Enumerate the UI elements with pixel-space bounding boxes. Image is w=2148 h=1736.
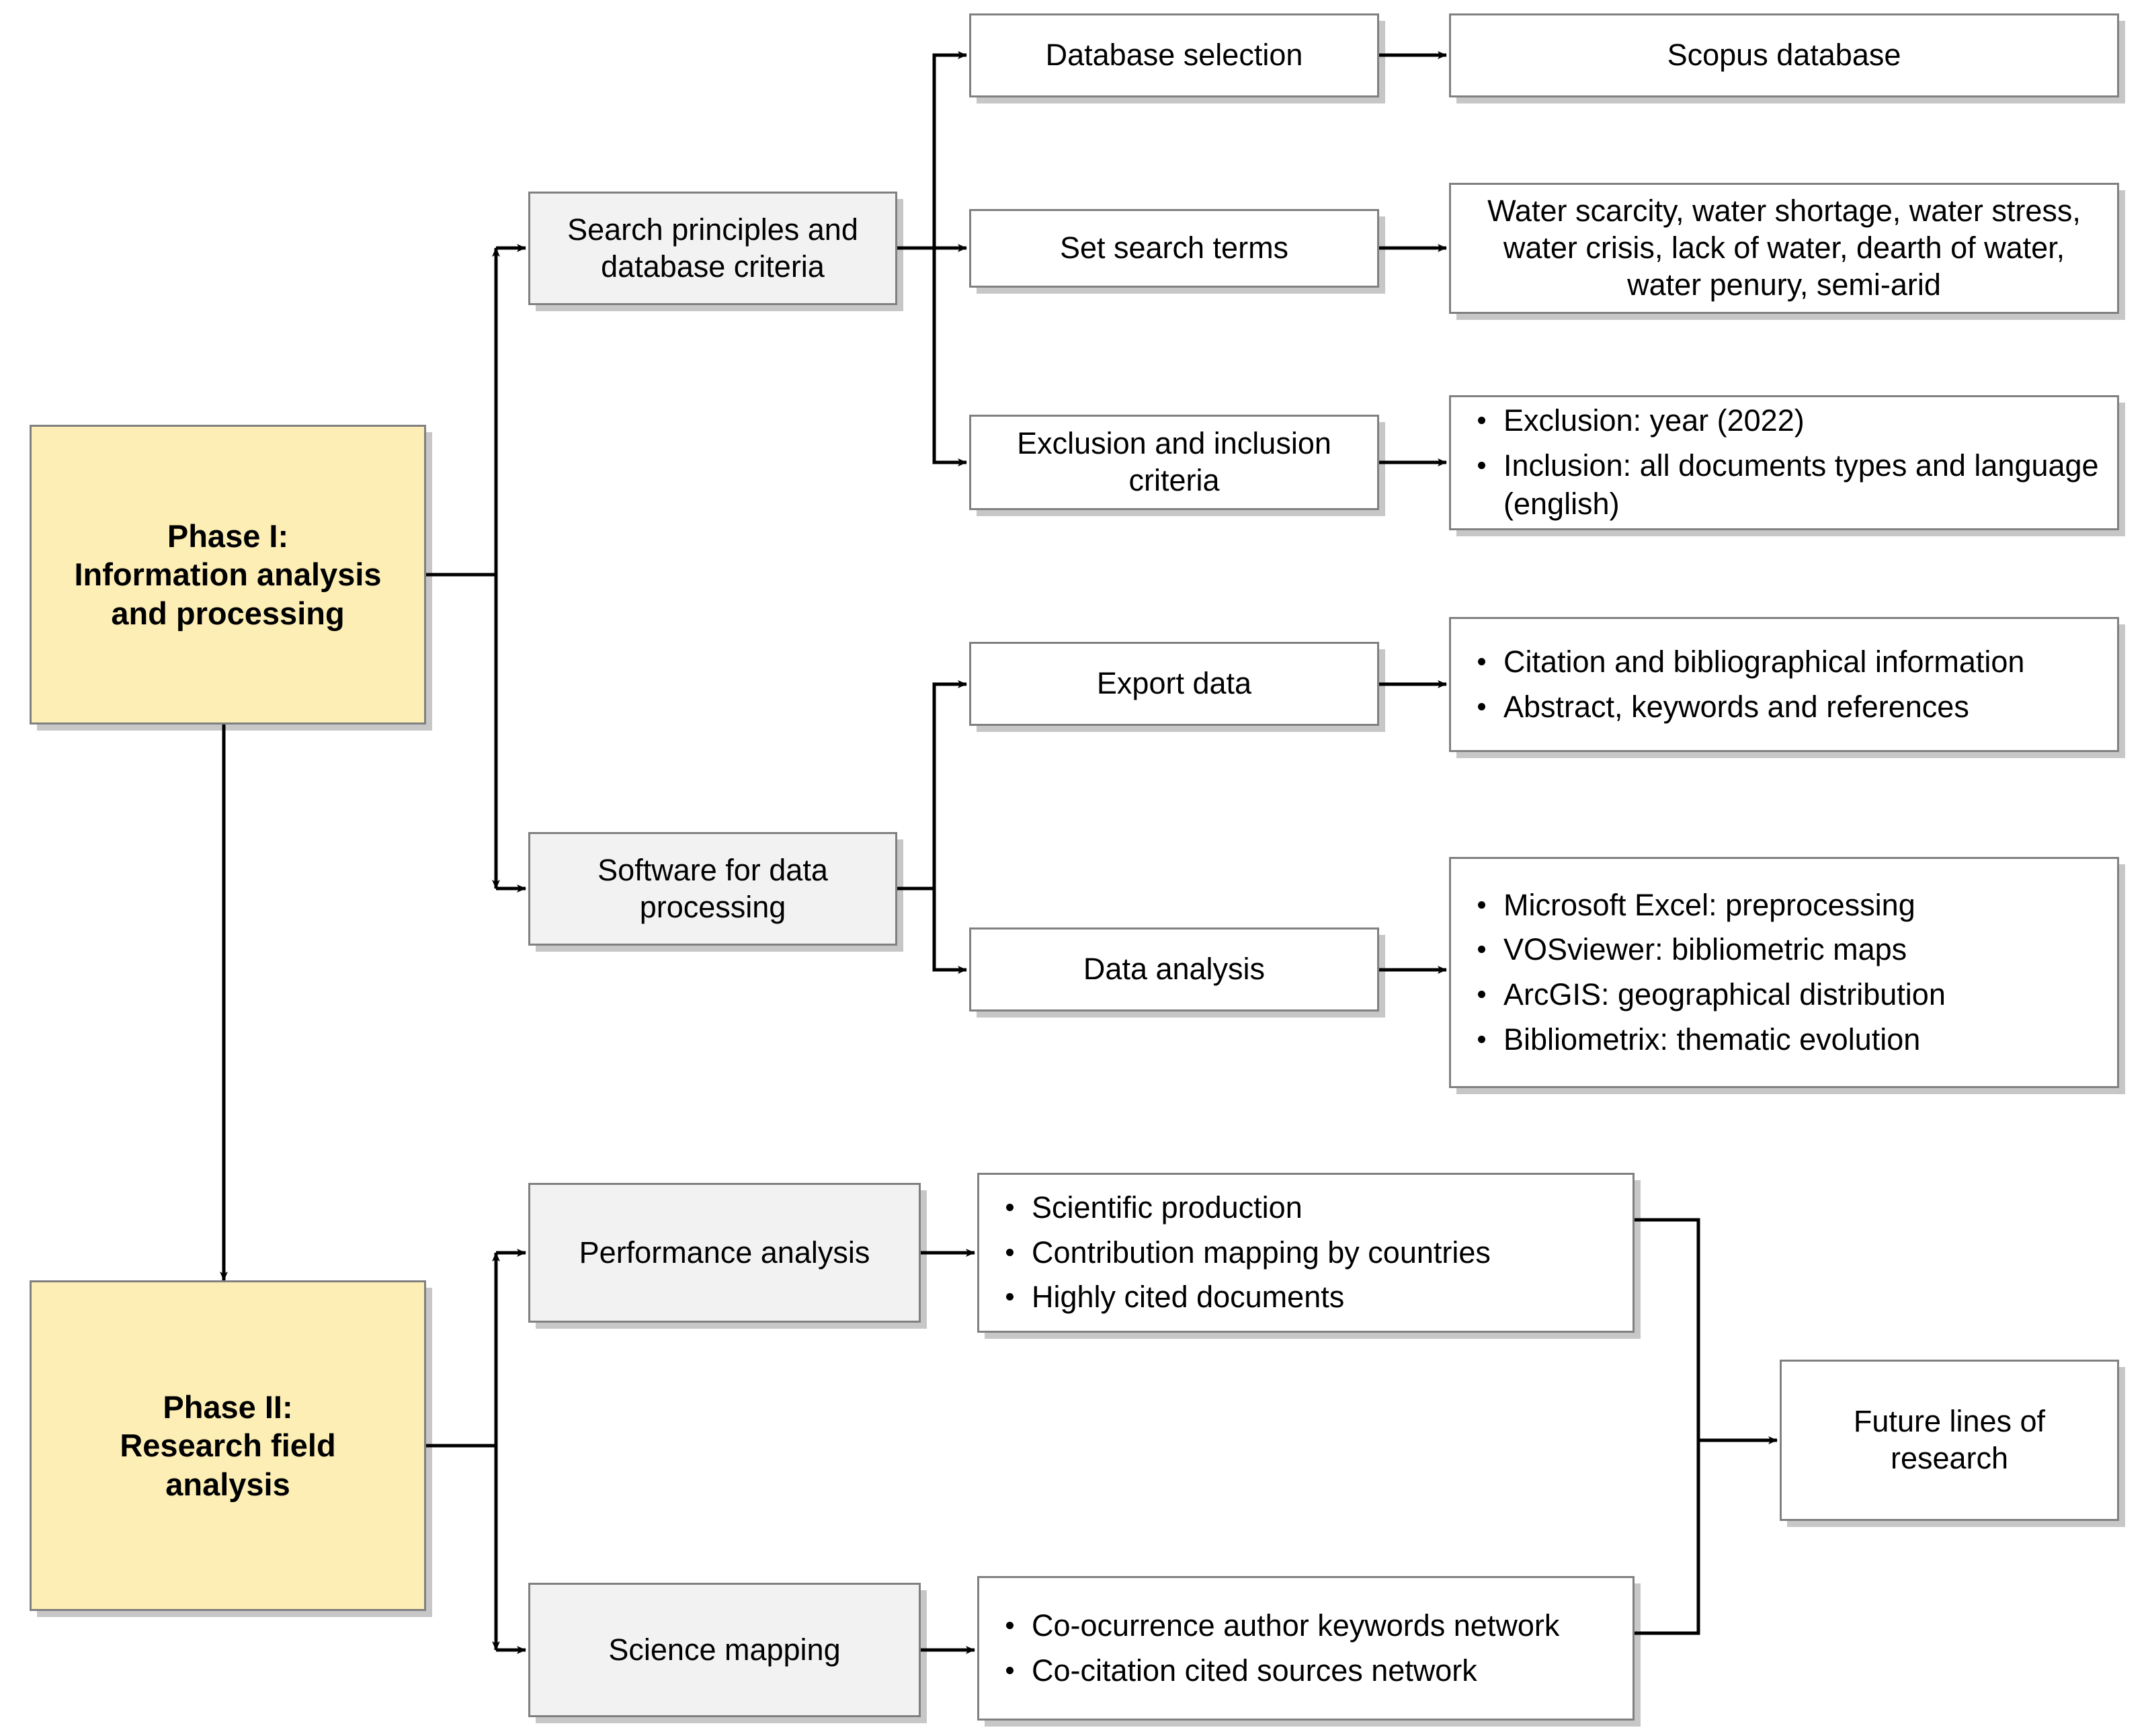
phase-1-label: Phase I: Information analysis and proces… — [32, 517, 424, 632]
stage-search-principles-label: Search principles and database criteria — [567, 212, 858, 284]
list-item: Inclusion: all documents types and langu… — [1478, 447, 2110, 523]
wire-merge-top — [1635, 1218, 1700, 1440]
detail-export-list[interactable]: Citation and bibliographical information… — [1449, 617, 2119, 752]
list-item: Exclusion: year (2022) — [1478, 402, 2110, 440]
phase-1-box[interactable]: Phase I: Information analysis and proces… — [30, 425, 426, 725]
list-item: VOSviewer: bibliometric maps — [1478, 931, 2110, 969]
list-item: Scientific production — [1006, 1189, 1626, 1227]
wire-phase1-to-search — [426, 247, 500, 577]
stage-software-processing[interactable]: Software for data processing — [528, 832, 897, 946]
phase-2-line-3: analysis — [165, 1466, 290, 1502]
step-exclusion-inclusion-criteria[interactable]: Exclusion and inclusion criteria — [969, 415, 1379, 510]
wire-merge-bottom — [1635, 1440, 1700, 1635]
list-item: Co-ocurrence author keywords network — [1006, 1607, 1626, 1645]
list-item: Bibliometrix: thematic evolution — [1478, 1021, 2110, 1059]
phase-2-line-2: Research field — [120, 1428, 336, 1464]
step-database-selection[interactable]: Database selection — [969, 13, 1379, 97]
stage-software-processing-label: Software for data processing — [597, 852, 828, 924]
detail-criteria-list[interactable]: Exclusion: year (2022) Inclusion: all do… — [1449, 395, 2119, 530]
detail-analysis-software-list[interactable]: Microsoft Excel: preprocessing VOSviewer… — [1449, 857, 2119, 1088]
export-bullet-list: Citation and bibliographical information… — [1451, 643, 2117, 726]
phase-2-label: Phase II: Research field analysis — [32, 1388, 424, 1503]
stage-search-principles[interactable]: Search principles and database criteria — [528, 192, 897, 305]
list-item: Contribution mapping by countries — [1006, 1234, 1626, 1272]
phase-1-line-1: Phase I: — [167, 518, 289, 554]
step-export-data[interactable]: Export data — [969, 642, 1379, 726]
list-item: Microsoft Excel: preprocessing — [1478, 886, 2110, 925]
step-data-analysis[interactable]: Data analysis — [969, 927, 1379, 1011]
phase-1-line-3: and processing — [111, 595, 345, 631]
mapping-bullet-list: Co-ocurrence author keywords network Co-… — [979, 1607, 1633, 1690]
step-export-data-label: Export data — [1096, 666, 1252, 701]
step-set-search-terms[interactable]: Set search terms — [969, 209, 1379, 288]
detail-scopus-database[interactable]: Scopus database — [1449, 13, 2119, 97]
wire-software-to-export — [897, 680, 967, 891]
list-item: Citation and bibliographical information — [1478, 643, 2110, 681]
stage-performance-analysis-label: Performance analysis — [579, 1235, 870, 1270]
detail-search-terms-text: Water scarcity, water shortage, water st… — [1487, 194, 2081, 302]
wire-search-to-criteria — [932, 248, 967, 466]
stage-science-mapping-label: Science mapping — [608, 1632, 841, 1667]
list-item: Abstract, keywords and references — [1478, 688, 2110, 727]
list-item: ArcGIS: geographical distribution — [1478, 976, 2110, 1014]
wire-search-to-dbselection — [897, 51, 967, 250]
wire-phase2-to-performance — [426, 1252, 500, 1448]
criteria-bullet-list: Exclusion: year (2022) Inclusion: all do… — [1451, 402, 2117, 523]
step-set-search-terms-label: Set search terms — [1059, 231, 1289, 265]
detail-mapping-list[interactable]: Co-ocurrence author keywords network Co-… — [977, 1576, 1635, 1721]
list-item: Co-citation cited sources network — [1006, 1652, 1626, 1690]
future-lines-of-research-label: Future lines of research — [1853, 1404, 2046, 1475]
detail-search-terms-list[interactable]: Water scarcity, water shortage, water st… — [1449, 183, 2119, 314]
detail-scopus-database-label: Scopus database — [1667, 38, 1901, 73]
stage-performance-analysis[interactable]: Performance analysis — [528, 1183, 921, 1323]
future-lines-of-research-box[interactable]: Future lines of research — [1780, 1360, 2119, 1521]
step-data-analysis-label: Data analysis — [1083, 952, 1266, 987]
phase-2-line-1: Phase II: — [163, 1389, 293, 1425]
performance-bullet-list: Scientific production Contribution mappi… — [979, 1189, 1633, 1317]
analysis-bullet-list: Microsoft Excel: preprocessing VOSviewer… — [1451, 886, 2117, 1059]
wire-software-to-analysis — [932, 888, 967, 974]
step-database-selection-label: Database selection — [1045, 38, 1303, 73]
detail-performance-list[interactable]: Scientific production Contribution mappi… — [977, 1173, 1635, 1333]
phase-2-box[interactable]: Phase II: Research field analysis — [30, 1280, 426, 1611]
stage-science-mapping[interactable]: Science mapping — [528, 1583, 921, 1717]
list-item: Highly cited documents — [1006, 1278, 1626, 1317]
phase-1-line-2: Information analysis — [74, 556, 382, 593]
step-exclusion-inclusion-criteria-label: Exclusion and inclusion criteria — [1017, 426, 1331, 497]
